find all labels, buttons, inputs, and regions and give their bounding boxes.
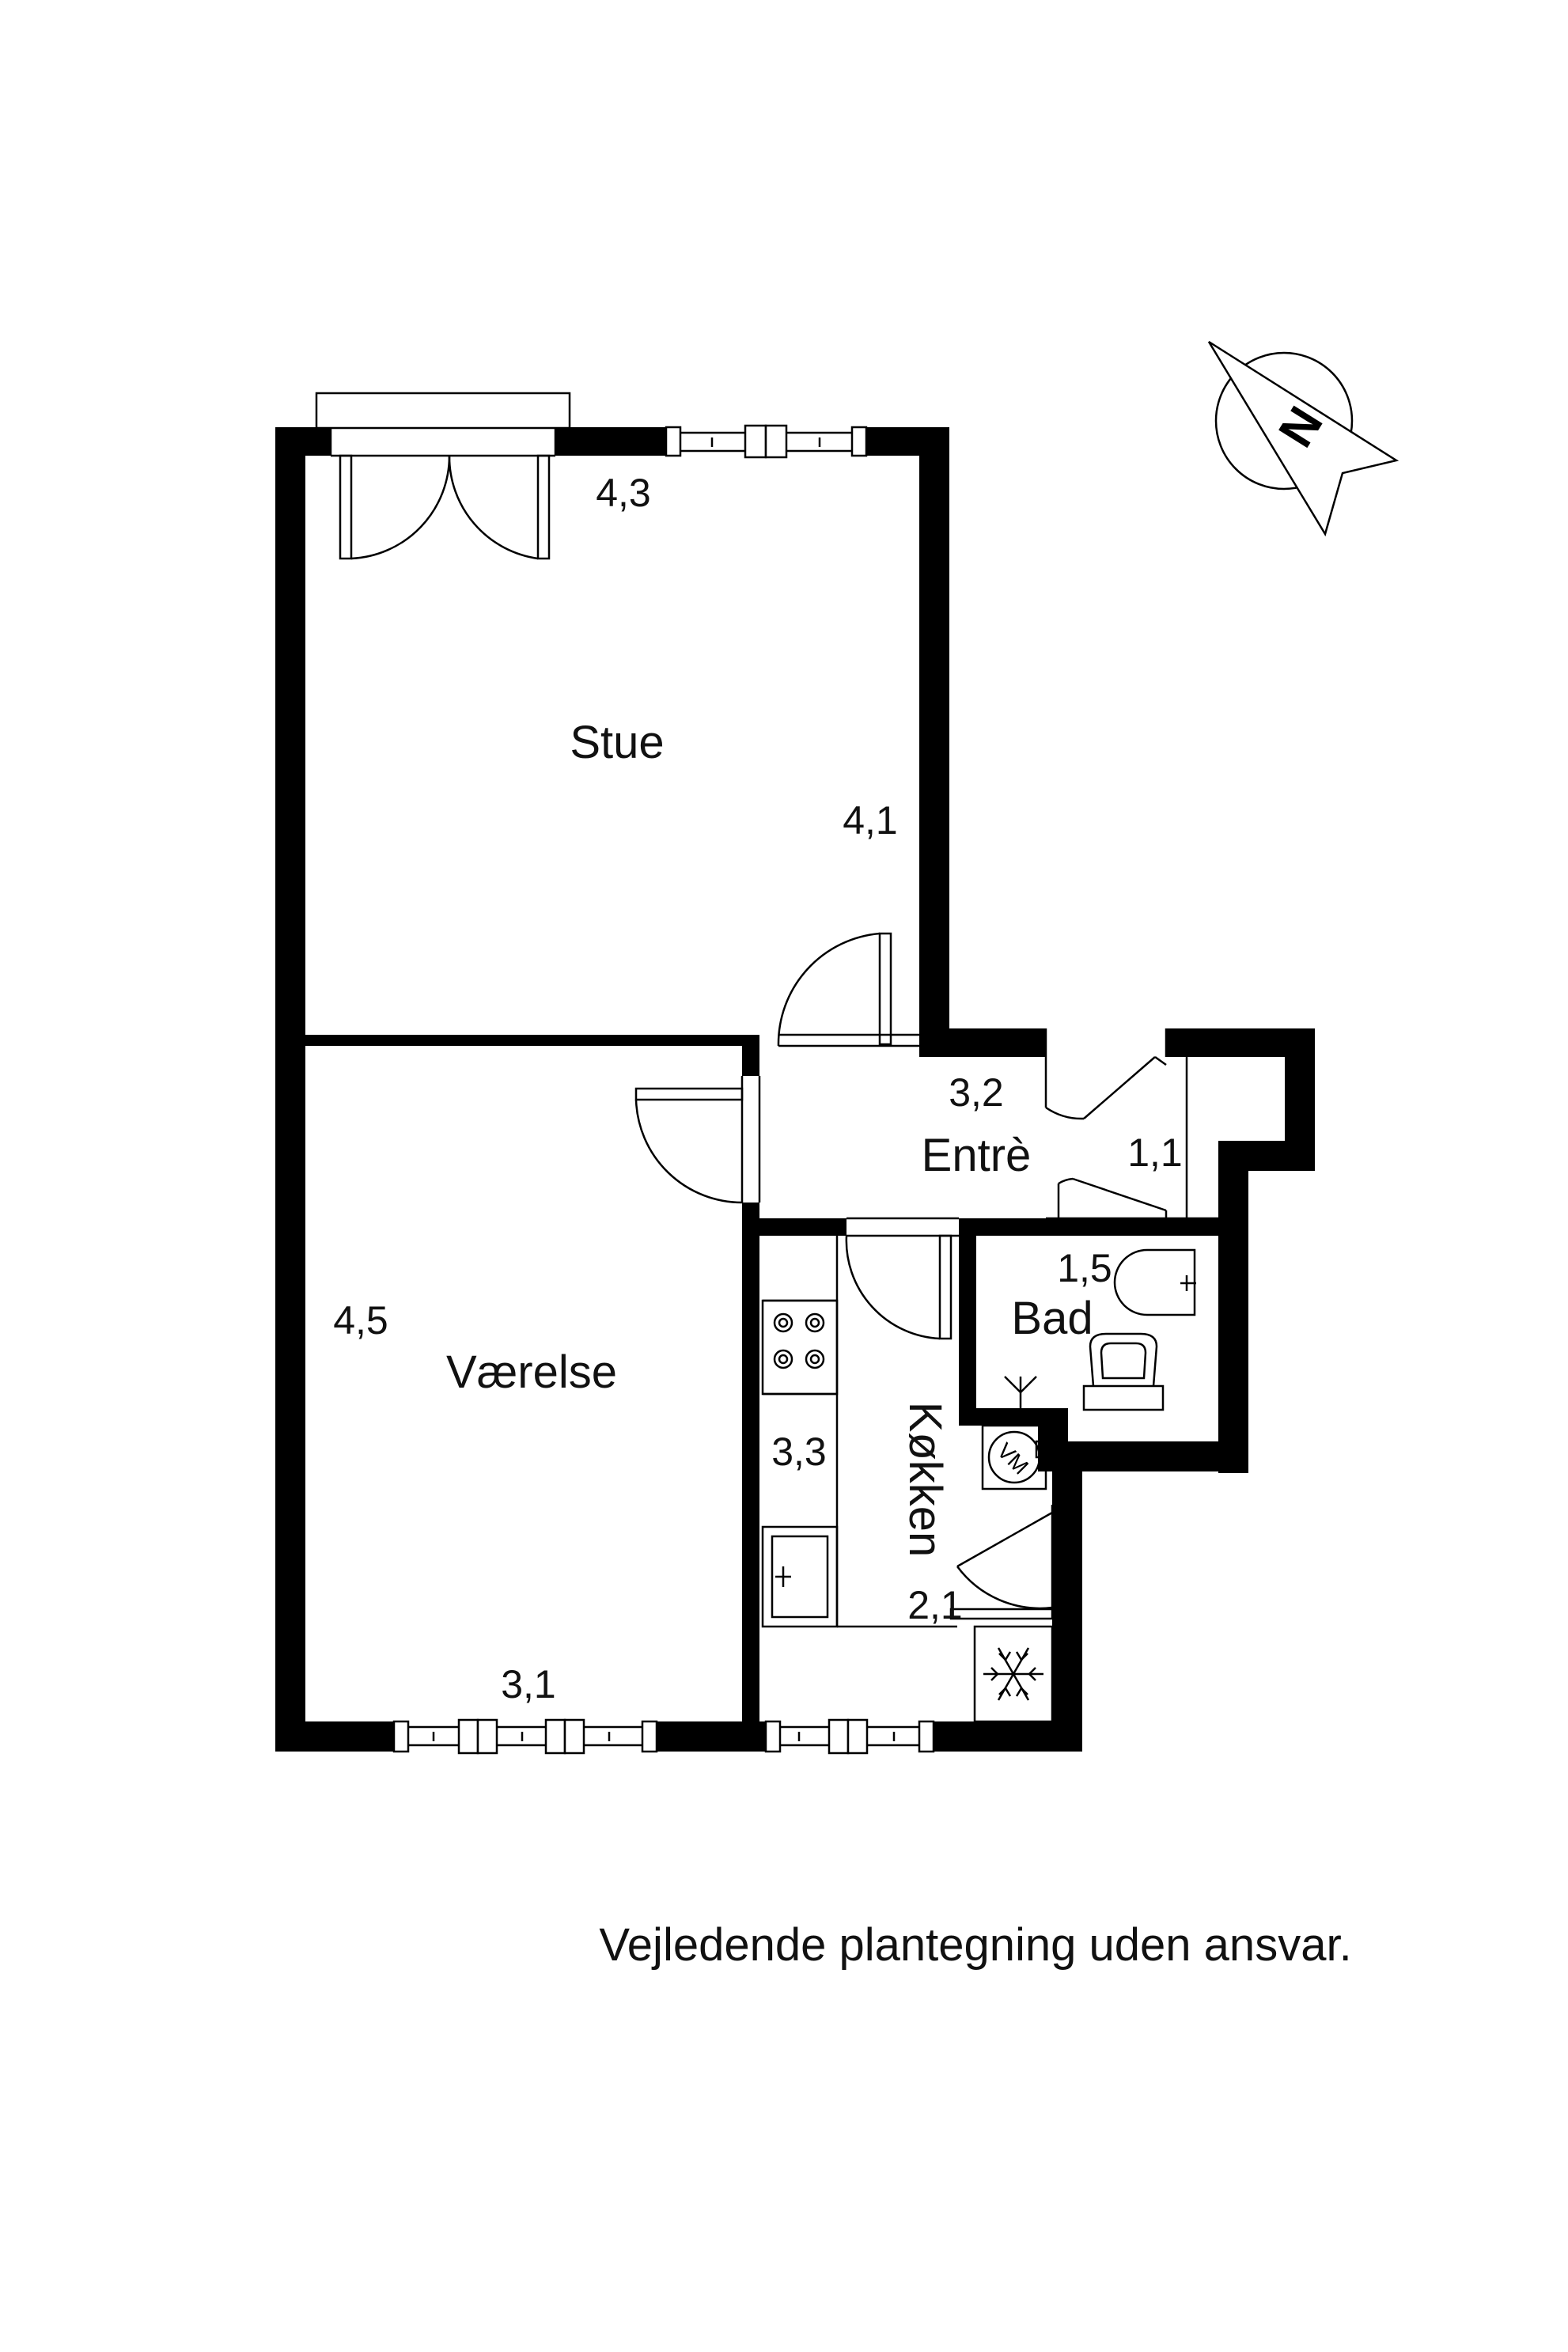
doors [329, 427, 1218, 1620]
wall-south-3 [742, 1721, 766, 1752]
wall-stue-east [919, 427, 949, 1036]
dim-stue-width: 4,3 [596, 471, 651, 515]
window-vaerelse [392, 1718, 658, 1755]
wall-north-mid [555, 427, 666, 456]
room-label-stue: Stue [570, 717, 664, 768]
door-balcony [329, 427, 557, 560]
dim-bad: 1,5 [1057, 1246, 1112, 1290]
dim-kokken-depth: 3,3 [771, 1430, 827, 1474]
wall-kokken-east [1052, 1471, 1082, 1752]
labels: Stue 4,3 4,1 Entrè 3,2 1,1 1,5 Bad Værel… [333, 471, 1351, 1971]
door-kokken-side [949, 1505, 1066, 1620]
window-kokken [764, 1718, 935, 1755]
toilet-icon [1082, 1332, 1165, 1411]
windows [315, 392, 935, 1755]
dim-closet: 1,1 [1127, 1131, 1183, 1175]
wall-vaerelse-entre-stub [742, 1044, 759, 1076]
room-label-entre: Entrè [922, 1130, 1032, 1181]
room-label-kokken: Køkken [900, 1402, 951, 1558]
dim-vaerelse-width: 3,1 [501, 1662, 556, 1706]
door-vaerelse-entre [634, 1076, 761, 1204]
dim-stue-depth: 4,1 [843, 798, 898, 843]
wall-kokken-north-left [742, 1218, 846, 1236]
wall-bad-west [959, 1218, 976, 1426]
wall-bad-south-outer [1065, 1441, 1248, 1471]
room-label-vaerelse: Værelse [446, 1346, 617, 1398]
wall-west [275, 427, 305, 1752]
washing-machine-icon: VM [981, 1424, 1047, 1490]
door-entre-kokken [845, 1217, 959, 1340]
washer-label: VM [992, 1438, 1033, 1479]
wall-south-1 [275, 1721, 394, 1752]
drain-icon [1004, 1376, 1037, 1408]
walls [275, 427, 1315, 1752]
room-label-bad: Bad [1011, 1293, 1093, 1344]
sink-icon [761, 1525, 839, 1628]
wall-vaerelse-kokken [742, 1203, 759, 1752]
wall-bad-east-outer [1218, 1141, 1248, 1473]
dim-kokken-width: 2,1 [907, 1583, 963, 1627]
stove-icon [761, 1299, 839, 1396]
dim-entre: 3,2 [949, 1070, 1004, 1115]
wall-bad-south-left [959, 1408, 1055, 1426]
balcony-outline [315, 392, 571, 430]
wall-stue-vaerelse [305, 1035, 759, 1046]
compass-arrow [1207, 340, 1399, 537]
wall-south-4 [934, 1721, 1082, 1752]
dim-vaerelse-depth: 4,5 [333, 1298, 388, 1343]
door-stue-entre [777, 932, 919, 1047]
wall-bad-north [959, 1218, 1220, 1236]
freezer-icon [973, 1625, 1054, 1723]
door-bad [1057, 1177, 1218, 1220]
wall-entre-north [919, 1028, 1046, 1057]
wall-north-left [275, 427, 331, 456]
door-closet [1044, 1028, 1168, 1120]
bath-sink-icon [1113, 1248, 1196, 1316]
window-stue [665, 424, 868, 459]
wall-bad-corner [1038, 1408, 1068, 1471]
wall-closet-north-stub [1166, 1028, 1188, 1057]
compass: N [1207, 340, 1399, 537]
footer-disclaimer: Vejledende plantegning uden ansvar. [599, 1919, 1351, 1971]
